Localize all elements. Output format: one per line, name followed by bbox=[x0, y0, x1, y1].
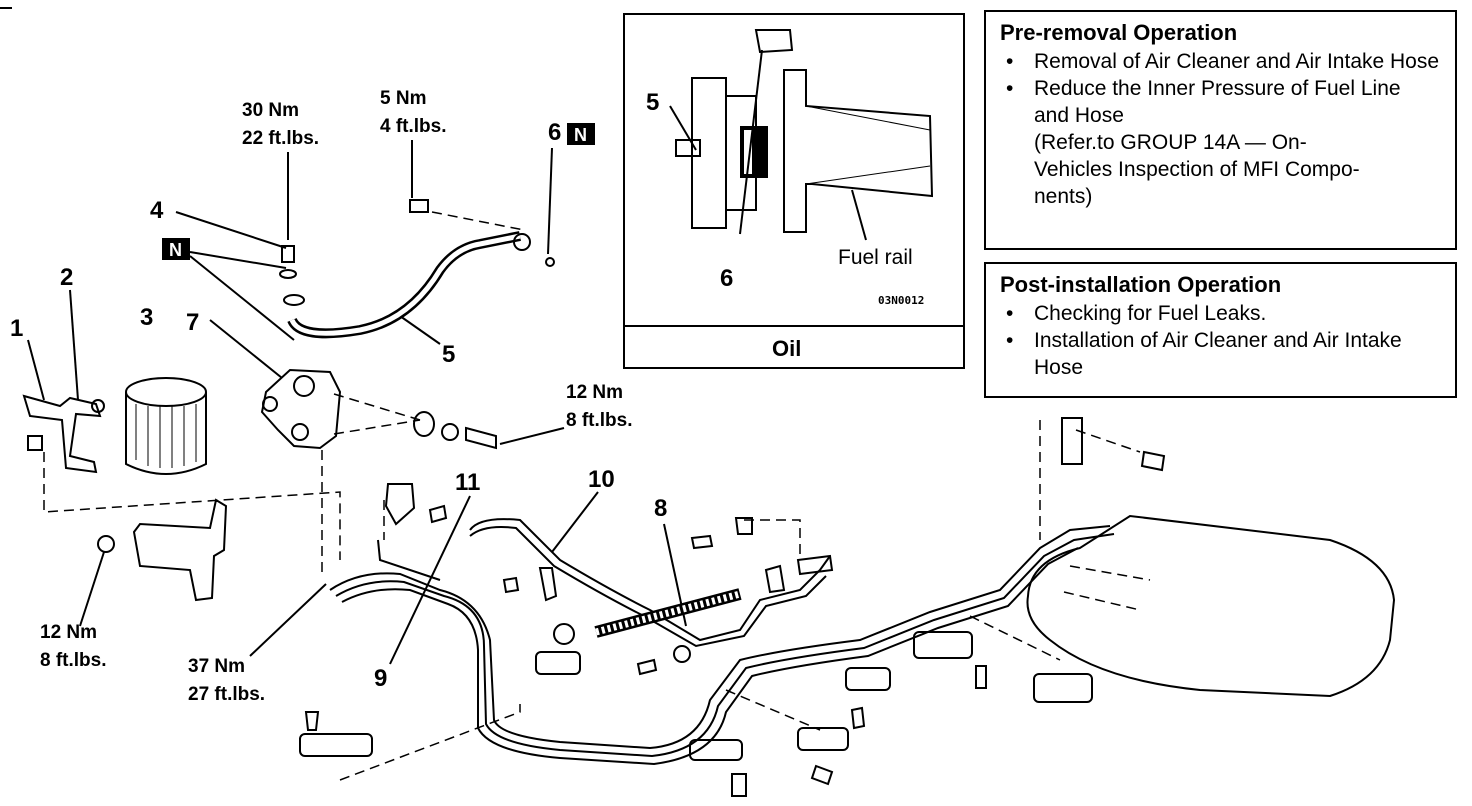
callout-2: 2 bbox=[60, 264, 73, 291]
post-installation-title: Post-installation Operation bbox=[1000, 272, 1282, 297]
torque-30-ft: 22 ft.lbs. bbox=[242, 128, 319, 149]
torque-12b-ft: 8 ft.lbs. bbox=[40, 650, 107, 671]
callout-5: 5 bbox=[442, 341, 455, 368]
n-tag-6: N bbox=[574, 125, 587, 145]
callout-8: 8 bbox=[654, 495, 667, 522]
fuel-filter-body bbox=[125, 392, 207, 475]
pre-removal-ref-3: nents) bbox=[1034, 185, 1093, 208]
n-tag: N bbox=[169, 240, 182, 260]
torque-12b-nm: 12 Nm bbox=[40, 622, 97, 643]
pre-removal-ref-1: (Refer.to GROUP 14A — On- bbox=[1034, 131, 1307, 154]
pressure-regulator bbox=[260, 368, 342, 450]
pre-removal-list: Removal of Air Cleaner and Air Intake Ho… bbox=[1000, 48, 1441, 210]
post-installation-item: Checking for Fuel Leaks. bbox=[1000, 300, 1441, 327]
leader-fuel-rail bbox=[851, 189, 867, 241]
callout-6: 6 bbox=[548, 119, 561, 146]
fuel-rail-section bbox=[783, 69, 934, 233]
fuel-hose-5 bbox=[287, 231, 521, 339]
torque-12a-nm: 12 Nm bbox=[566, 382, 623, 403]
n-tag-box-6 bbox=[567, 123, 595, 145]
small-bolts bbox=[304, 450, 1166, 797]
torque-37-ft: 27 ft.lbs. bbox=[188, 684, 265, 705]
fuel-pipe-vapor bbox=[341, 547, 1079, 766]
pre-removal-item-text: Reduce the Inner Pressure of Fuel Line a… bbox=[1034, 77, 1401, 127]
inset-callout-6: 6 bbox=[720, 265, 733, 292]
dash-lower-line bbox=[339, 704, 521, 781]
leader-10 bbox=[551, 491, 599, 553]
torque-5-nm: 5 Nm bbox=[380, 88, 426, 109]
leader-12b bbox=[79, 551, 105, 627]
banjo-bolt bbox=[281, 245, 295, 263]
leader-1 bbox=[27, 339, 45, 401]
torque-37-nm: 37 Nm bbox=[188, 656, 245, 677]
dash-bolt-line bbox=[333, 393, 421, 421]
dash-bolt-line-2 bbox=[333, 419, 421, 435]
torque-12a-ft: 8 ft.lbs. bbox=[566, 410, 633, 431]
pre-removal-panel: Pre-removal Operation Removal of Air Cle… bbox=[984, 10, 1457, 250]
hose-bolt bbox=[409, 199, 429, 213]
torque-5-ft: 4 ft.lbs. bbox=[380, 116, 447, 137]
nut-12nm bbox=[97, 535, 115, 553]
post-installation-panel: Post-installation Operation Checking for… bbox=[984, 262, 1457, 398]
leader-inset-5 bbox=[669, 105, 697, 151]
filter-bracket bbox=[132, 498, 228, 602]
pre-removal-title: Pre-removal Operation bbox=[1000, 20, 1238, 45]
bracket-bushing bbox=[27, 435, 43, 451]
post-installation-item: Installation of Air Cleaner and Air Inta… bbox=[1000, 327, 1441, 381]
dash-clamp-line bbox=[744, 519, 801, 560]
leader-6 bbox=[547, 147, 553, 255]
fuel-rail-label: Fuel rail bbox=[838, 246, 913, 269]
dash-right-line bbox=[969, 615, 1061, 661]
leader-2 bbox=[69, 289, 79, 401]
inset-callout-5: 5 bbox=[646, 89, 659, 116]
fuel-pipe-10 bbox=[469, 518, 831, 642]
oil-label: Oil bbox=[772, 336, 801, 361]
oil-inset-frame bbox=[623, 13, 965, 369]
pipe-clamps bbox=[299, 417, 1093, 761]
leader-9 bbox=[389, 495, 471, 665]
fuel-bracket bbox=[22, 394, 102, 474]
leader-inset-6 bbox=[739, 49, 763, 235]
leader-4 bbox=[175, 211, 287, 249]
leader-n-a bbox=[189, 251, 287, 269]
callout-9: 9 bbox=[374, 665, 387, 692]
leader-7 bbox=[209, 319, 283, 379]
fuel-pipe-main bbox=[329, 525, 1111, 750]
pre-removal-item: Reduce the Inner Pressure of Fuel Line a… bbox=[1000, 75, 1441, 210]
hose-flange-detail bbox=[691, 77, 727, 229]
post-installation-list: Checking for Fuel Leaks. Installation of… bbox=[1000, 300, 1441, 381]
pre-removal-ref-2: Vehicles Inspection of MFI Compo- bbox=[1034, 158, 1360, 181]
dash-tank-bolt bbox=[1075, 429, 1141, 453]
leader-12a bbox=[499, 427, 565, 445]
callout-1: 1 bbox=[10, 315, 23, 342]
dash-hose-line bbox=[431, 211, 525, 231]
callout-10: 10 bbox=[588, 466, 615, 493]
fuel-tank bbox=[1026, 514, 1396, 698]
n-tag-box bbox=[162, 238, 190, 260]
dash-bracket-line bbox=[43, 452, 341, 560]
bushing-a bbox=[413, 411, 435, 437]
hose-flange bbox=[513, 233, 531, 251]
pre-removal-item: Removal of Air Cleaner and Air Intake Ho… bbox=[1000, 48, 1441, 75]
banjo-fitting bbox=[283, 294, 305, 306]
leader-n-b bbox=[189, 255, 295, 341]
callout-11: 11 bbox=[455, 469, 480, 496]
callout-7: 7 bbox=[186, 309, 199, 336]
o-ring-6 bbox=[545, 257, 555, 267]
fuel-filter-top bbox=[125, 377, 207, 407]
leader-37 bbox=[249, 583, 327, 657]
bolt-12nm bbox=[465, 426, 497, 450]
figure-code: 03N0012 bbox=[878, 294, 924, 307]
fitting-detail bbox=[725, 95, 757, 211]
fuel-pipe-return bbox=[335, 533, 1115, 758]
torque-30-nm: 30 Nm bbox=[242, 100, 299, 121]
callout-3: 3 bbox=[140, 304, 153, 331]
leader-5 bbox=[399, 315, 441, 345]
callout-4: 4 bbox=[150, 197, 164, 224]
washer-b bbox=[441, 423, 459, 441]
washer bbox=[279, 269, 297, 279]
dash-lower-right bbox=[725, 689, 821, 731]
oil-can-icon bbox=[754, 29, 794, 54]
